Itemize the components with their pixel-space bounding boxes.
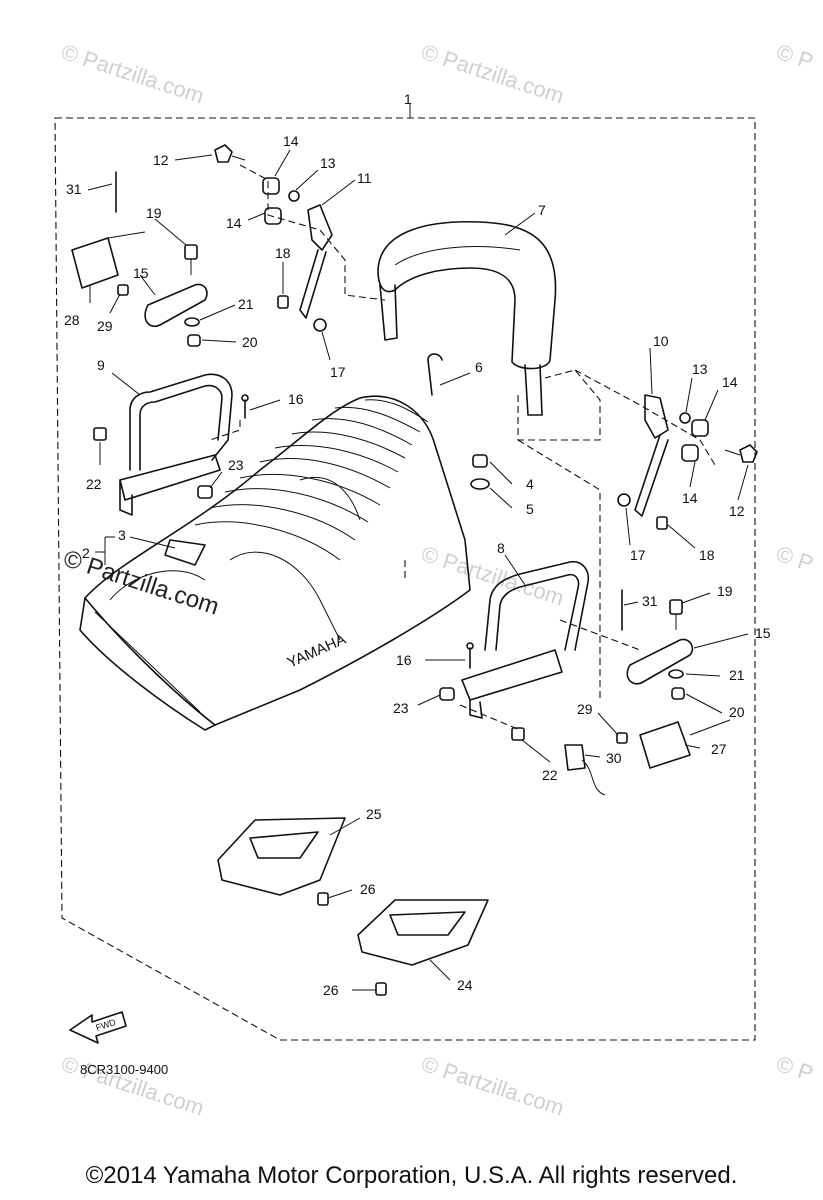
callout-30: 30 bbox=[606, 750, 622, 766]
svg-text:© Partzilla.com: © Partzilla.com bbox=[418, 39, 567, 109]
callout-23-left: 23 bbox=[228, 457, 244, 473]
callout-14-c: 14 bbox=[722, 374, 738, 390]
callout-24: 24 bbox=[457, 977, 473, 993]
seat-brand-text: YAMAHA bbox=[285, 631, 349, 672]
left-bracket bbox=[299, 204, 333, 319]
callout-8: 8 bbox=[497, 540, 505, 556]
callout-25: 25 bbox=[366, 806, 382, 822]
diagram-code: 8CR3100-9400 bbox=[80, 1062, 169, 1077]
callout-23-right: 23 bbox=[393, 700, 409, 716]
callout-11: 11 bbox=[357, 170, 372, 186]
svg-text:© P: © P bbox=[773, 1051, 816, 1086]
callout-12-right: 12 bbox=[729, 503, 745, 519]
callout-31-left: 31 bbox=[66, 181, 82, 197]
svg-text:© Partzilla.com: © Partzilla.com bbox=[418, 1051, 567, 1121]
callout-13-right: 13 bbox=[692, 361, 708, 377]
callout-6: 6 bbox=[475, 359, 483, 375]
callout-9: 9 bbox=[97, 357, 105, 373]
callout-16-left: 16 bbox=[288, 391, 304, 407]
callout-29-right: 29 bbox=[577, 701, 593, 717]
callout-21-right: 21 bbox=[729, 667, 745, 683]
svg-text:© Partzilla.com: © Partzilla.com bbox=[58, 39, 207, 109]
callout-26-b: 26 bbox=[323, 982, 339, 998]
svg-text:© P: © P bbox=[773, 39, 816, 74]
callout-3: 3 bbox=[118, 527, 126, 543]
callout-13-left: 13 bbox=[320, 155, 336, 171]
callout-26-a: 26 bbox=[360, 881, 376, 897]
callout-1: 1 bbox=[404, 91, 412, 107]
callout-20-left: 20 bbox=[242, 334, 258, 350]
callout-7: 7 bbox=[538, 202, 546, 218]
assembly-boundary bbox=[54, 117, 756, 1041]
callouts: 1 31 12 14 13 11 7 19 14 18 15 21 28 29 … bbox=[64, 91, 771, 998]
callout-12-left: 12 bbox=[153, 152, 169, 168]
callout-14-d: 14 bbox=[682, 490, 698, 506]
callout-5: 5 bbox=[526, 501, 534, 517]
callout-31-right: 31 bbox=[642, 593, 658, 609]
right-bracket bbox=[634, 394, 669, 517]
callout-22-left: 22 bbox=[86, 476, 102, 492]
seat-body: YAMAHA bbox=[79, 395, 471, 731]
copyright-notice: ©2014 Yamaha Motor Corporation, U.S.A. A… bbox=[85, 1162, 738, 1189]
assembly-lines bbox=[209, 164, 716, 731]
callout-17-left: 17 bbox=[330, 364, 346, 380]
callout-17-right: 17 bbox=[630, 547, 646, 563]
callout-14-a: 14 bbox=[283, 133, 299, 149]
callout-15-right: 15 bbox=[755, 625, 771, 641]
callout-20-right: 20 bbox=[729, 704, 745, 720]
backrest bbox=[377, 220, 557, 416]
callout-4: 4 bbox=[526, 476, 534, 492]
right-grab-bar bbox=[461, 560, 590, 719]
callout-18-left: 18 bbox=[275, 245, 291, 261]
leader-lines bbox=[87, 149, 749, 991]
callout-18-right: 18 bbox=[699, 547, 715, 563]
watermark-group: © Partzilla.com © Partzilla.com © P © Pa… bbox=[58, 39, 816, 1121]
callout-14-b: 14 bbox=[226, 215, 242, 231]
callout-27: 27 bbox=[711, 741, 727, 757]
hardware: FWD bbox=[69, 144, 758, 1044]
svg-text:© Partzilla.com: © Partzilla.com bbox=[418, 541, 567, 611]
callout-2: 2 bbox=[82, 545, 90, 561]
callout-10: 10 bbox=[653, 333, 669, 349]
callout-28: 28 bbox=[64, 312, 80, 328]
left-grab-bar bbox=[119, 373, 233, 516]
callout-15-left: 15 bbox=[133, 265, 149, 281]
callout-19-left: 19 bbox=[146, 205, 162, 221]
callout-19-right: 19 bbox=[717, 583, 733, 599]
callout-22-right: 22 bbox=[542, 767, 558, 783]
callout-21-left: 21 bbox=[238, 296, 254, 312]
callout-16-right: 16 bbox=[396, 652, 412, 668]
svg-text:© P: © P bbox=[773, 541, 816, 576]
callout-29-left: 29 bbox=[97, 318, 113, 334]
